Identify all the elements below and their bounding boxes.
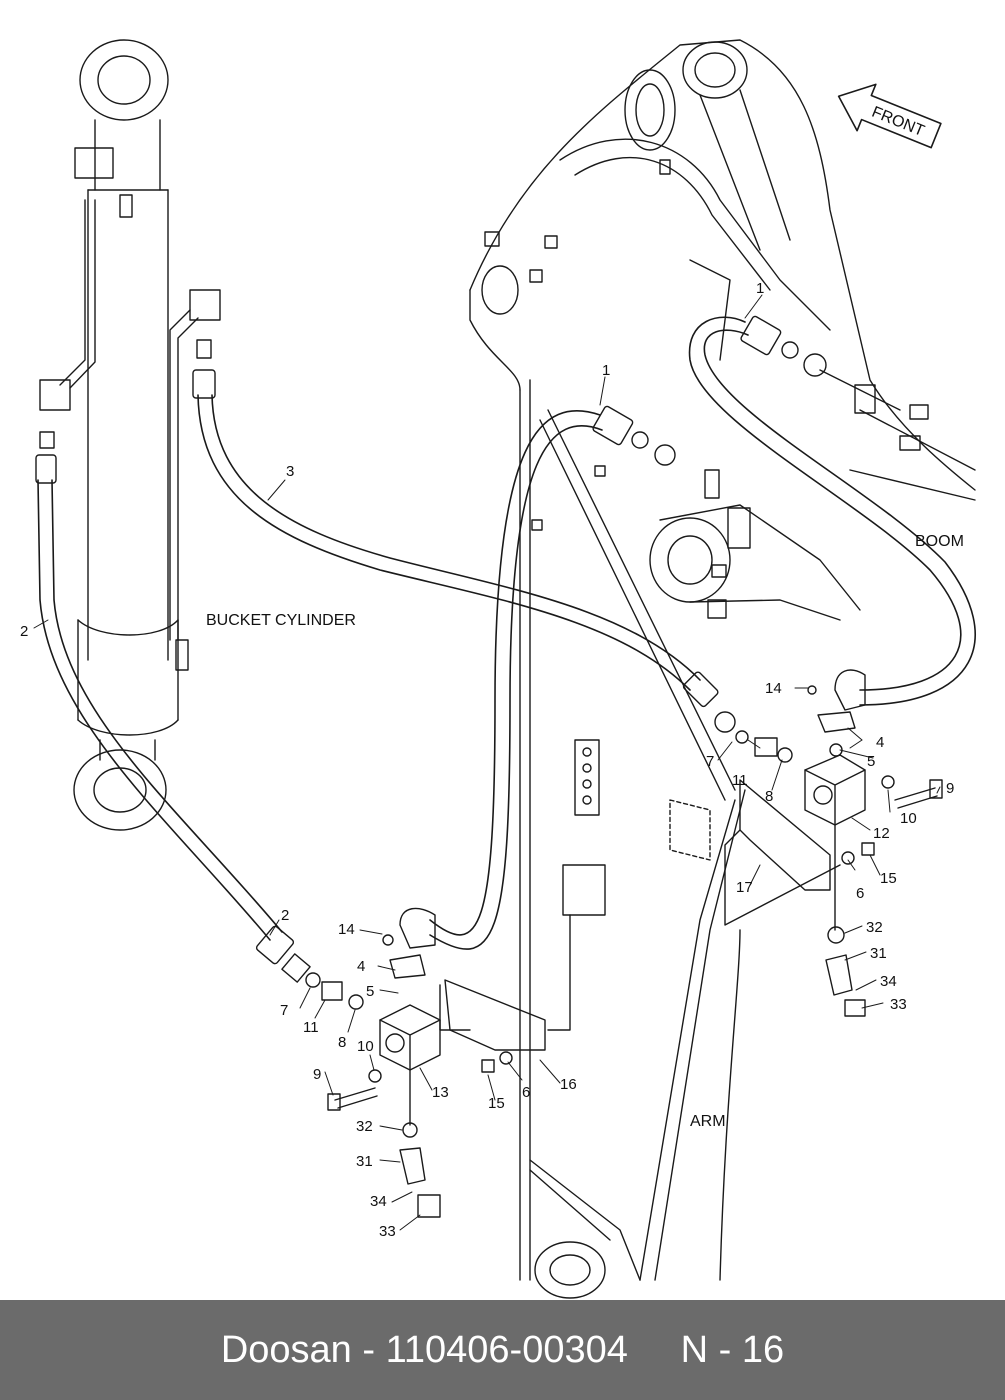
callout: 2 <box>20 623 28 640</box>
hydraulic-parts-diagram: FRONT BOOM ARM BUCKET CYLINDER 1 1 2 2 3… <box>20 39 976 1299</box>
callout: 10 <box>900 810 917 827</box>
fittings <box>35 315 943 1218</box>
callout: 34 <box>370 1193 387 1210</box>
callout: 1 <box>756 280 764 297</box>
callout: 4 <box>357 958 365 975</box>
callout: 5 <box>366 983 374 1000</box>
callout: 12 <box>873 825 890 842</box>
callout: 10 <box>357 1038 374 1055</box>
callout: 6 <box>856 885 864 902</box>
footer-bar: Doosan - 110406-00304 N - 16 <box>0 1300 1005 1400</box>
callout: 7 <box>280 1002 288 1019</box>
callout: 2 <box>281 907 289 924</box>
callout: 8 <box>338 1034 346 1051</box>
callout: 34 <box>880 973 897 990</box>
callout: 11 <box>732 772 748 789</box>
bucket-cylinder-label: BUCKET CYLINDER <box>206 612 356 629</box>
callout: 4 <box>876 734 884 751</box>
callout: 17 <box>736 879 753 896</box>
arm-label: ARM <box>690 1113 726 1130</box>
callout: 13 <box>432 1084 449 1101</box>
callout: 8 <box>765 788 773 805</box>
callout: 9 <box>946 780 954 797</box>
callout: 7 <box>706 753 714 770</box>
callout: 32 <box>866 919 883 936</box>
callout: 33 <box>890 996 907 1013</box>
boom-label: BOOM <box>915 533 964 550</box>
arm-structure <box>519 379 746 1299</box>
callout: 16 <box>560 1076 577 1093</box>
leader-lines <box>33 294 941 1231</box>
callout: 33 <box>379 1223 396 1240</box>
boom-structure <box>469 39 976 621</box>
callout: 32 <box>356 1118 373 1135</box>
callout: 6 <box>522 1084 530 1101</box>
callout: 14 <box>338 921 355 938</box>
callout: 1 <box>602 362 610 379</box>
callout: 11 <box>303 1019 319 1036</box>
callout-numbers: 1 1 2 2 3 4 4 5 5 6 6 7 7 8 8 9 9 10 10 … <box>20 280 954 1240</box>
callout: 3 <box>286 463 294 480</box>
callout: 15 <box>488 1095 505 1112</box>
callout: 9 <box>313 1066 321 1083</box>
callout: 5 <box>867 753 875 770</box>
callout: 31 <box>356 1153 373 1170</box>
front-arrow: FRONT <box>837 83 942 149</box>
footer-part-number: Doosan - 110406-00304 N - 16 <box>220 1328 785 1371</box>
callout: 31 <box>870 945 887 962</box>
hoses <box>37 316 976 950</box>
bucket-cylinder <box>39 39 221 831</box>
callout: 15 <box>880 870 897 887</box>
callout: 14 <box>765 680 782 697</box>
